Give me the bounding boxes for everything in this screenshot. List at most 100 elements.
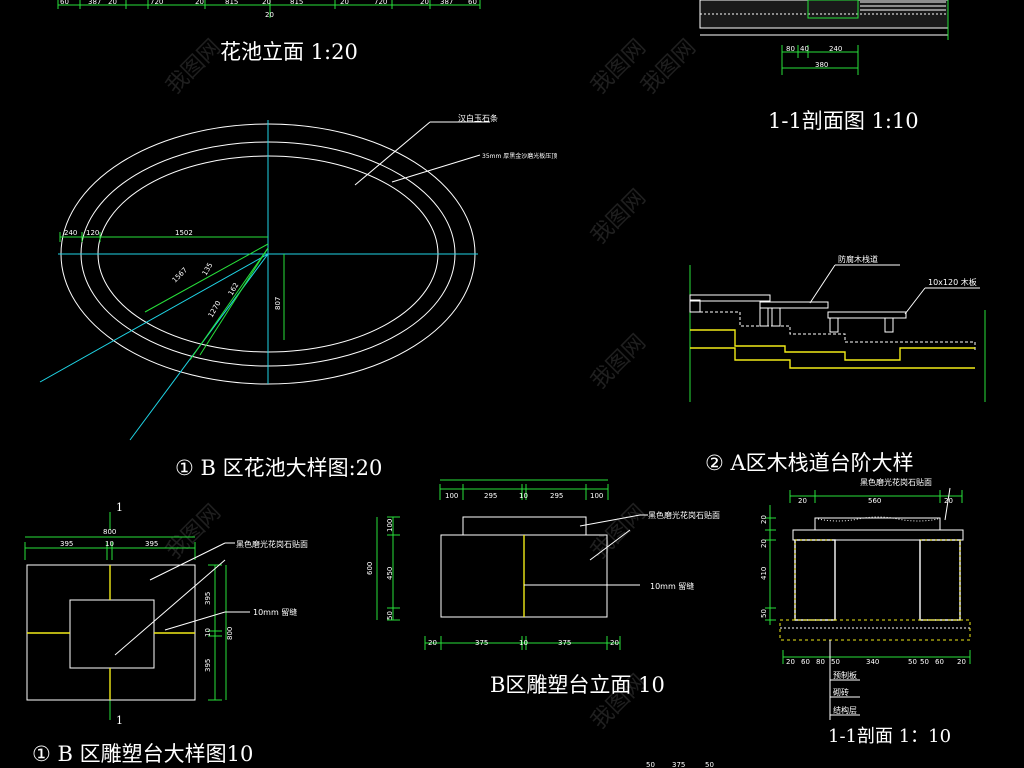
title-flower-pool-elevation: 花池立面 1:20 [220, 40, 358, 64]
dim-label: 395 [60, 540, 73, 548]
dim-label: 410 [760, 567, 768, 580]
note-seam-2: 10mm 留缝 [650, 581, 694, 591]
dim-label: 50 [760, 609, 768, 618]
dim-label: 375 [672, 761, 685, 768]
dim-label: 20 [262, 0, 271, 6]
note-black-granite-2: 黑色磨光花岗石贴面 [648, 510, 720, 520]
note-brick: 砌砖 [833, 687, 849, 697]
dim-label: 600 [366, 562, 374, 575]
watermark-layer: 我图网 我图网 我图网 我图网 我图网 我图网 我图网 我图网 [162, 35, 701, 734]
sculpture-plan: 1 1 800 395 10 395 395 10 395 800 黑色磨光花岗… [24, 501, 308, 727]
dim-label: 560 [868, 497, 881, 505]
dim-label: 395 [204, 592, 212, 605]
section-top-right: 80 40 240 380 [699, 0, 949, 75]
dim-label: 815 [225, 0, 238, 6]
dim-label: 60 [468, 0, 477, 6]
dim-label: 375 [558, 639, 571, 647]
dim-label: 20 [798, 497, 807, 505]
dim-label: 60 [935, 658, 944, 666]
dim-label: 800 [103, 528, 116, 536]
dim-label: 80 [786, 45, 795, 53]
dim-label: 20 [957, 658, 966, 666]
note-precast-slab: 预制板 [833, 670, 857, 680]
watermark: 我图网 [587, 500, 651, 564]
watermark: 我图网 [587, 185, 651, 249]
dim-label: 20 [610, 639, 619, 647]
dim-label: 60 [60, 0, 69, 6]
watermark: 我图网 [162, 35, 226, 99]
dim-label: 20 [786, 658, 795, 666]
dim-label: 20 [420, 0, 429, 6]
dim-label: 295 [484, 492, 497, 500]
dim-label: 1502 [175, 229, 193, 237]
section-bottom-right: 20 560 20 黑色磨光花岗石贴面 20 20 410 50 20 60 8… [760, 477, 971, 720]
title-a-boardwalk-steps: ② A区木栈道台阶大样 [705, 451, 914, 475]
section-mark: 1 [116, 714, 123, 727]
title-b-flower-pool-detail: ① B 区花池大样图:20 [175, 456, 382, 480]
dim-label: 100 [445, 492, 458, 500]
dim-label: 10 [519, 492, 528, 500]
dim-label: 1567 [171, 266, 189, 284]
dim-label: 100 [386, 519, 394, 532]
dim-label: 340 [866, 658, 879, 666]
note-black-granite-1: 黑色磨光花岗石贴面 [236, 539, 308, 549]
dim-label: 20 [265, 11, 274, 19]
dim-label: 40 [800, 45, 809, 53]
dim-label: 80 [816, 658, 825, 666]
dim-label: 50 [831, 658, 840, 666]
section-mark: 1 [116, 501, 123, 514]
dim-label: 375 [475, 639, 488, 647]
dim-label: 800 [226, 627, 234, 640]
note-anticorrosive-wood: 防腐木栈道 [838, 254, 878, 264]
note-seam-1: 10mm 留缝 [253, 607, 297, 617]
watermark: 我图网 [587, 330, 651, 394]
dim-label: 20 [760, 539, 768, 548]
dim-label: 20 [195, 0, 204, 6]
dim-label: 20 [428, 639, 437, 647]
watermark: 我图网 [637, 35, 701, 99]
dim-label: 395 [145, 540, 158, 548]
dim-label: 720 [150, 0, 163, 6]
dim-label: 100 [590, 492, 603, 500]
dim-label: 120 [86, 229, 99, 237]
boardwalk-steps-section: 防腐木栈道 10x120 木板 [689, 254, 986, 402]
dim-label: 240 [64, 229, 77, 237]
dim-label: 10 [519, 639, 528, 647]
watermark: 我图网 [587, 35, 651, 99]
dim-label: 10 [204, 628, 212, 637]
dim-label: 10 [105, 540, 114, 548]
dim-label: 380 [815, 61, 828, 69]
dim-label: 395 [204, 659, 212, 672]
flower-pool-plan: 240 120 1502 807 1567 1270 135 162 汉白玉石条… [39, 113, 557, 441]
note-structure-layer: 结构层 [833, 705, 857, 715]
title-b-sculpture-elevation: B区雕塑台立面 10 [490, 673, 665, 697]
dim-label: 240 [829, 45, 842, 53]
title-section-1-1-bottom: 1-1剖面 1：10 [828, 726, 951, 747]
dim-label: 50 [646, 761, 655, 768]
dim-label: 295 [550, 492, 563, 500]
dim-label: 20 [108, 0, 117, 6]
bottom-cutoff-dims: 50 375 50 [646, 761, 714, 768]
top-dimension-strip: 60 387 20 720 20 815 20 815 20 720 20 38… [57, 0, 481, 19]
note-wood-board: 10x120 木板 [928, 277, 977, 287]
dim-label: 60 [801, 658, 810, 666]
dim-label: 20 [760, 515, 768, 524]
dim-label: 450 [386, 567, 394, 580]
watermark: 我图网 [162, 500, 226, 564]
note-black-granite-3: 黑色磨光花岗石贴面 [860, 477, 932, 487]
dim-label: 720 [374, 0, 387, 6]
dim-label: 50 [908, 658, 917, 666]
title-section-1-1-top: 1-1剖面图 1:10 [768, 109, 919, 133]
dim-label: 20 [340, 0, 349, 6]
dim-label: 807 [274, 297, 282, 310]
dim-label: 387 [440, 0, 453, 6]
note-white-jade-stone: 汉白玉石条 [458, 113, 498, 123]
title-b-sculpture-detail: ① B 区雕塑台大样图10 [32, 742, 253, 766]
dim-label: 50 [386, 611, 394, 620]
sculpture-elevation: 100 295 10 295 100 600 100 450 50 20 375… [366, 479, 720, 650]
note-cap-stone: 35mm 厚黑金沙磨光板压顶 [482, 152, 557, 160]
dim-label: 50 [920, 658, 929, 666]
dim-label: 50 [705, 761, 714, 768]
dim-label: 815 [290, 0, 303, 6]
